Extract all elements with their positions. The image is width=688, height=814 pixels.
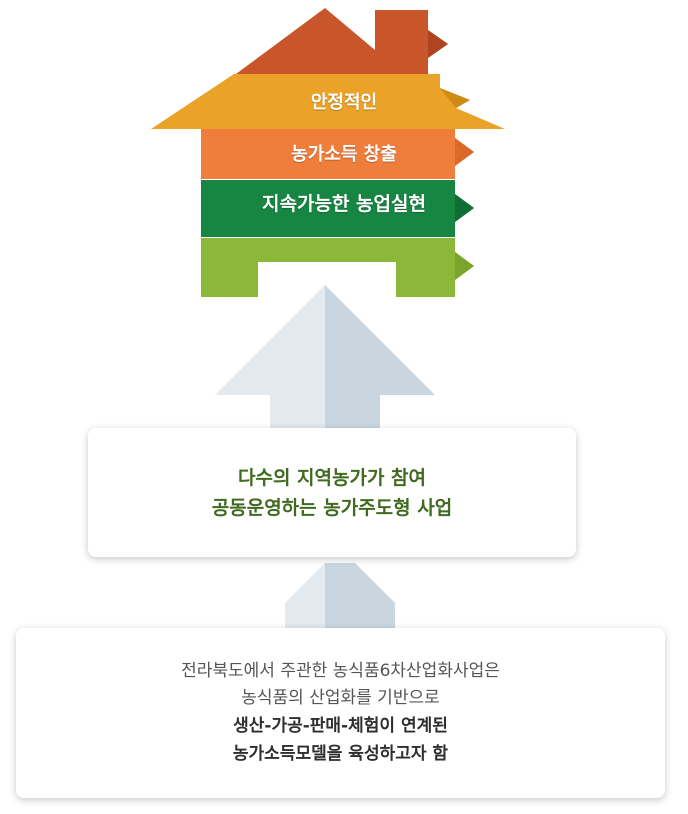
middle-box-line-2: 공동운영하는 농가주도형 사업 <box>211 496 453 519</box>
house-level-label-1: 안정적인 <box>310 92 378 113</box>
upward-arrow-top <box>215 285 435 435</box>
bottom-info-box: 전라북도에서 주관한 농식품6차산업화사업은 농식품의 산업화를 기반으로 생산… <box>16 628 665 798</box>
bottom-box-line-3: 생산-가공-판매-체험이 연계된 <box>233 716 448 736</box>
house-diagram <box>151 8 505 297</box>
house-eave-level <box>151 74 505 129</box>
house-green-level <box>201 180 474 237</box>
house-level-label-2: 농가소득 창출 <box>291 144 397 165</box>
bottom-box-line-1: 전라북도에서 주관한 농식품6차산업화사업은 <box>181 661 500 681</box>
bottom-box-line-4: 농가소득모델을 육성하고자 함 <box>232 744 449 764</box>
house-level-label-3: 지속가능한 농업실현 <box>262 193 426 215</box>
arrow-right-half <box>325 563 395 633</box>
house-roof <box>236 8 448 74</box>
upward-arrow-bottom <box>285 563 395 633</box>
arrow-left-half <box>215 285 325 435</box>
arrow-right-half <box>325 285 435 435</box>
bottom-box-line-2: 농식품의 산업화를 기반으로 <box>241 688 440 708</box>
arrow-left-half <box>285 563 325 633</box>
middle-box-line-1: 다수의 지역농가가 참여 <box>237 466 427 489</box>
house-base-level <box>201 238 474 297</box>
house-orange-level <box>201 129 474 179</box>
middle-info-box: 다수의 지역농가가 참여 공동운영하는 농가주도형 사업 <box>88 428 576 557</box>
